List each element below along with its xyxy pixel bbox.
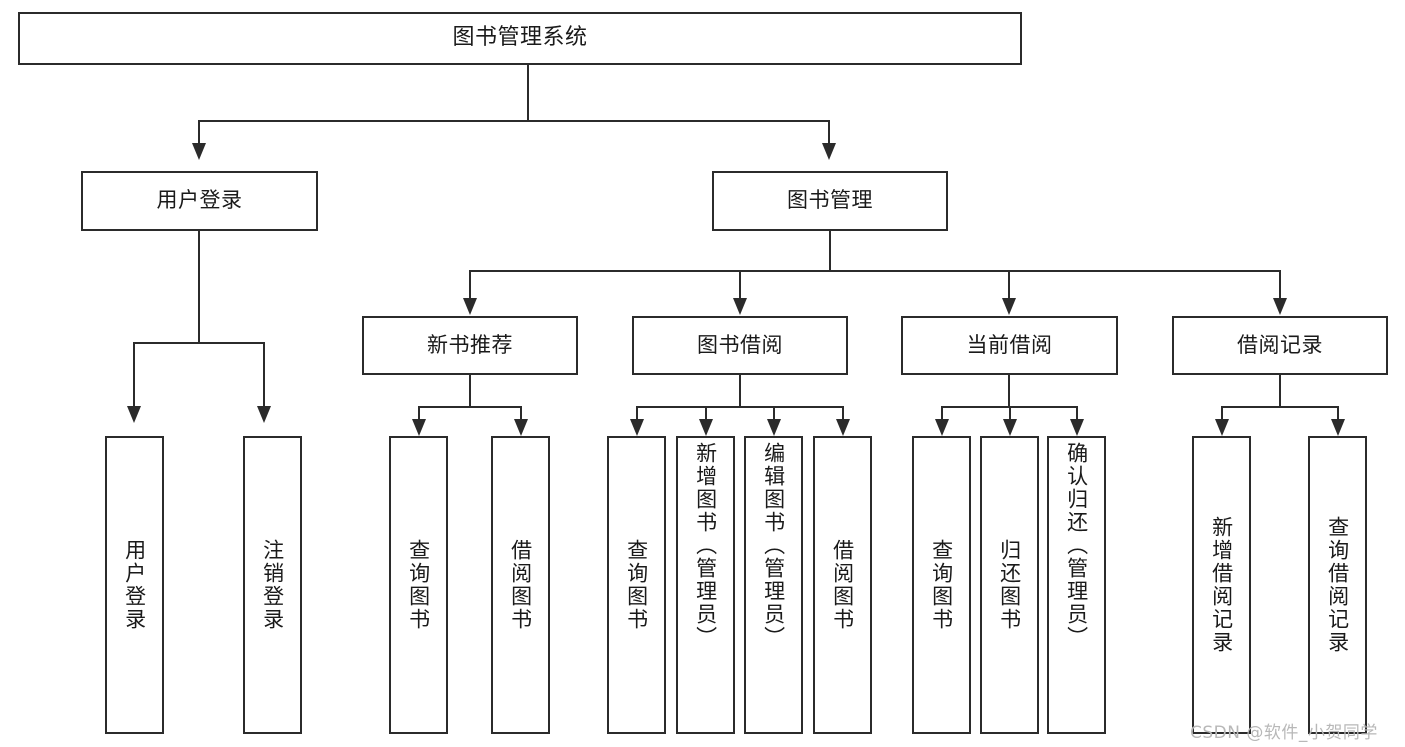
- arrowhead-current-borrow-3: [1070, 419, 1084, 436]
- connector-level3-drop-2: [739, 270, 741, 300]
- node-new-book-recommend[interactable]: 新书推荐: [362, 316, 578, 375]
- node-label: 查询图书: [929, 539, 954, 631]
- leaf-borrow-book[interactable]: 借阅图书: [813, 436, 872, 734]
- connector-user-login-stem: [198, 231, 200, 343]
- node-user-login[interactable]: 用户登录: [81, 171, 318, 231]
- node-borrow-record[interactable]: 借阅记录: [1172, 316, 1388, 375]
- connector-current-borrow-drop-3: [1076, 406, 1078, 420]
- arrowhead-book-borrow-3: [767, 419, 781, 436]
- connector-user-login-bus: [133, 342, 265, 344]
- arrowhead-new-book-2: [514, 419, 528, 436]
- node-label: 用户登录: [122, 539, 147, 631]
- connector-root-stem: [527, 65, 529, 121]
- node-label: 新增图书（管理员）: [693, 442, 718, 649]
- connector-current-borrow-stem: [1008, 375, 1010, 408]
- leaf-query-book-newbook[interactable]: 查询图书: [389, 436, 448, 734]
- connector-borrow-record-bus: [1221, 406, 1339, 408]
- node-label: 查询借阅记录: [1325, 516, 1350, 654]
- node-root-system[interactable]: 图书管理系统: [18, 12, 1022, 65]
- node-label: 注销登录: [260, 539, 285, 631]
- node-label: 用户登录: [156, 188, 243, 213]
- connector-new-book-drop-2: [520, 406, 522, 420]
- connector-new-book-drop-1: [418, 406, 420, 420]
- leaf-user-login[interactable]: 用户登录: [105, 436, 164, 734]
- connector-level2-bus: [198, 120, 830, 122]
- connector-level3-drop-1: [469, 270, 471, 300]
- node-label: 新书推荐: [427, 332, 513, 357]
- node-label: 图书借阅: [697, 332, 783, 357]
- node-label: 借阅图书: [508, 539, 533, 631]
- arrowhead-level3-1: [463, 298, 477, 315]
- leaf-add-borrow-record[interactable]: 新增借阅记录: [1192, 436, 1251, 734]
- arrowhead-level2-2: [822, 143, 836, 160]
- connector-new-book-bus: [418, 406, 522, 408]
- arrowhead-user-login-2: [257, 406, 271, 423]
- connector-new-book-stem: [469, 375, 471, 408]
- connector-user-login-drop-2: [263, 342, 265, 408]
- arrowhead-borrow-record-2: [1331, 419, 1345, 436]
- arrowhead-level2-1: [192, 143, 206, 160]
- connector-book-borrow-stem: [739, 375, 741, 408]
- connector-user-login-drop-1: [133, 342, 135, 408]
- leaf-confirm-return-admin[interactable]: 确认归还（管理员）: [1047, 436, 1106, 734]
- arrowhead-book-borrow-2: [699, 419, 713, 436]
- node-label: 编辑图书（管理员）: [761, 442, 786, 649]
- node-label: 确认归还（管理员）: [1064, 442, 1089, 649]
- connector-book-borrow-drop-1: [636, 406, 638, 420]
- leaf-add-book-admin[interactable]: 新增图书（管理员）: [676, 436, 735, 734]
- connector-book-mgmt-stem: [829, 231, 831, 272]
- node-label: 当前借阅: [966, 332, 1053, 357]
- connector-level2-drop-2: [828, 120, 830, 145]
- connector-book-borrow-bus: [636, 406, 844, 408]
- arrowhead-level3-3: [1002, 298, 1016, 315]
- connector-current-borrow-drop-2: [1009, 406, 1011, 420]
- connector-book-borrow-drop-3: [773, 406, 775, 420]
- node-current-borrow[interactable]: 当前借阅: [901, 316, 1118, 375]
- leaf-return-book[interactable]: 归还图书: [980, 436, 1039, 734]
- connector-borrow-record-drop-2: [1337, 406, 1339, 420]
- node-label: 图书管理系统: [452, 25, 588, 51]
- leaf-edit-book-admin[interactable]: 编辑图书（管理员）: [744, 436, 803, 734]
- connector-level2-drop-1: [198, 120, 200, 145]
- arrowhead-book-borrow-4: [836, 419, 850, 436]
- node-label: 查询图书: [624, 539, 649, 631]
- node-label: 图书管理: [787, 188, 873, 213]
- node-label: 借阅图书: [830, 539, 855, 631]
- arrowhead-level3-2: [733, 298, 747, 315]
- arrowhead-current-borrow-2: [1003, 419, 1017, 436]
- node-book-management[interactable]: 图书管理: [712, 171, 948, 231]
- leaf-logout[interactable]: 注销登录: [243, 436, 302, 734]
- arrowhead-current-borrow-1: [935, 419, 949, 436]
- connector-level3-drop-3: [1008, 270, 1010, 300]
- connector-borrow-record-drop-1: [1221, 406, 1223, 420]
- node-label: 归还图书: [997, 539, 1022, 631]
- arrowhead-borrow-record-1: [1215, 419, 1229, 436]
- leaf-query-book-borrow[interactable]: 查询图书: [607, 436, 666, 734]
- arrowhead-user-login-1: [127, 406, 141, 423]
- node-label: 借阅记录: [1237, 332, 1323, 357]
- connector-book-borrow-drop-2: [705, 406, 707, 420]
- leaf-query-book-current[interactable]: 查询图书: [912, 436, 971, 734]
- connector-level3-drop-4: [1279, 270, 1281, 300]
- arrowhead-new-book-1: [412, 419, 426, 436]
- arrowhead-level3-4: [1273, 298, 1287, 315]
- node-book-borrow[interactable]: 图书借阅: [632, 316, 848, 375]
- connector-level3-bus: [469, 270, 1281, 272]
- connector-borrow-record-stem: [1279, 375, 1281, 408]
- leaf-query-borrow-record[interactable]: 查询借阅记录: [1308, 436, 1367, 734]
- node-label: 新增借阅记录: [1209, 516, 1234, 654]
- node-label: 查询图书: [406, 539, 431, 631]
- connector-current-borrow-drop-1: [941, 406, 943, 420]
- arrowhead-book-borrow-1: [630, 419, 644, 436]
- connector-book-borrow-drop-4: [842, 406, 844, 420]
- leaf-borrow-book-newbook[interactable]: 借阅图书: [491, 436, 550, 734]
